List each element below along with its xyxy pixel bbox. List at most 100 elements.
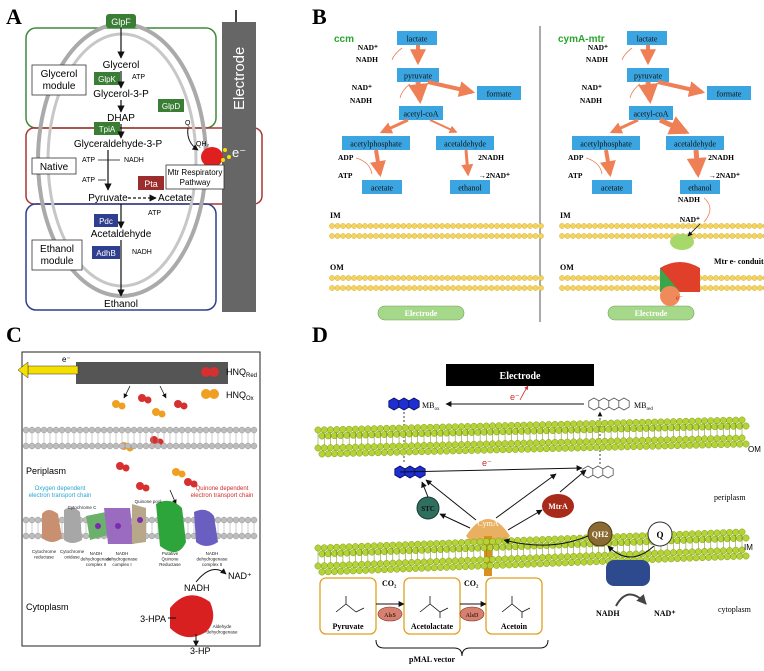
lipid-head — [538, 223, 544, 229]
b-nadh-1: NADH — [356, 55, 378, 64]
c-lipid-head — [112, 442, 120, 450]
d-lipid-head — [424, 448, 432, 455]
d-lipid-head — [742, 422, 750, 430]
d-arrow-mtra-mbred — [559, 469, 587, 493]
d-lipid-head — [701, 417, 708, 425]
c-lipid-head — [148, 516, 156, 524]
d-lipid-head — [437, 564, 444, 571]
d-lipid-head — [676, 530, 684, 538]
d-lipid-head — [401, 559, 409, 567]
b-box-formate — [707, 86, 751, 100]
b-mtr-conduit-red — [660, 262, 700, 292]
d-lipid-head — [688, 530, 696, 538]
c-lipid-head — [22, 516, 30, 524]
lipid-head — [592, 275, 598, 281]
d-lipid-head — [433, 558, 440, 565]
lipid-head — [411, 223, 418, 229]
d-lipid-head — [493, 446, 500, 454]
b-box-lactate-label: lactate — [637, 35, 658, 44]
b-box-pyruvate-label: pyruvate — [634, 72, 662, 81]
d-lipid-head — [439, 423, 447, 431]
pta-enzyme — [138, 176, 164, 190]
d-lipid-head — [595, 552, 602, 559]
c-lipid-head — [70, 442, 78, 450]
c-lipid-head — [94, 442, 102, 450]
d-lipid-head — [443, 447, 451, 455]
b-box-pyruvate — [627, 68, 669, 82]
lipid-head — [724, 233, 730, 239]
d-lipid-head — [607, 437, 615, 445]
d-lipid-head — [613, 437, 621, 445]
lipid-head — [417, 275, 423, 281]
d-lipid-head — [489, 556, 496, 563]
d-lipid-head — [364, 560, 372, 568]
d-lipid-head — [732, 434, 740, 442]
metabolite-acetate: Acetate — [158, 193, 192, 204]
lipid-head — [658, 223, 664, 229]
d-lipid-head — [626, 437, 634, 445]
d-lipid-head — [383, 542, 390, 549]
c-lipid-head — [142, 442, 150, 450]
d-lipid-head — [464, 556, 472, 564]
c-quinone-2 — [115, 523, 121, 529]
d-lipid-head — [495, 422, 503, 430]
d-lipid-head — [694, 435, 702, 443]
d-arrow-cyma-mtra — [507, 509, 543, 531]
c-lipid-head — [148, 532, 156, 540]
lipid-head — [647, 223, 653, 229]
d-lipid-head — [732, 416, 740, 424]
d-lipid-head — [682, 530, 690, 538]
b-atp: ATP — [568, 171, 583, 180]
panel-a-letter: A — [6, 4, 22, 29]
lipid-head — [751, 223, 758, 229]
c-lipid-head — [106, 426, 114, 434]
b-box-acetaldehyde — [666, 136, 724, 150]
lipid-head — [466, 223, 473, 229]
d-lipid-head — [464, 423, 472, 430]
d-lipid-head — [368, 449, 376, 457]
c-lipid-head — [52, 426, 60, 434]
c-nad: NAD⁺ — [228, 571, 252, 581]
panel-c-letter: C — [6, 322, 22, 347]
d-lipid-head — [543, 560, 550, 567]
c-lipid-head — [100, 442, 108, 450]
d-lipid-head — [505, 561, 513, 569]
c-lipid-head — [244, 426, 252, 434]
b-im-bilayer — [559, 223, 764, 239]
lipid-head — [494, 285, 500, 291]
lipid-head — [532, 285, 539, 291]
d-lipid-head — [680, 442, 688, 449]
b-box-acetate — [362, 180, 402, 194]
lipid-head — [538, 233, 544, 239]
c-lipid-head — [40, 426, 48, 434]
d-lipid-head — [352, 543, 359, 550]
d-lipid-head — [505, 446, 513, 453]
d-vector-label: pMAL vector — [409, 655, 455, 664]
lipid-head — [559, 223, 565, 229]
d-lipid-head — [482, 556, 490, 564]
d-lipid-head — [742, 440, 750, 448]
d-lipid-head — [730, 553, 737, 560]
c-lipid-head — [28, 516, 36, 524]
d-lipid-head — [595, 437, 602, 445]
c-lipid-head — [22, 426, 30, 434]
d-lipid-head — [626, 532, 634, 540]
lipid-head — [334, 223, 341, 229]
metabolite-acetaldehyde: Acetaldehyde — [91, 229, 152, 240]
b-nad-curve-2 — [399, 83, 411, 99]
lipid-head — [521, 275, 528, 281]
c-lipid-head — [244, 532, 252, 540]
d-lipid-head — [333, 444, 341, 451]
d-lipid-head — [713, 529, 721, 537]
d-lipid-head — [451, 539, 459, 547]
c-lipid-head — [232, 442, 240, 450]
c-lipid-head — [214, 442, 222, 450]
lipid-head — [575, 223, 582, 229]
b-box-acetylphosphate-label: acetylphosphate — [580, 140, 632, 149]
lipid-head — [373, 275, 379, 281]
d-lipid-head — [514, 439, 521, 447]
lipid-head — [652, 285, 659, 291]
c-lipid-head — [22, 532, 30, 540]
lipid-head — [581, 233, 587, 239]
